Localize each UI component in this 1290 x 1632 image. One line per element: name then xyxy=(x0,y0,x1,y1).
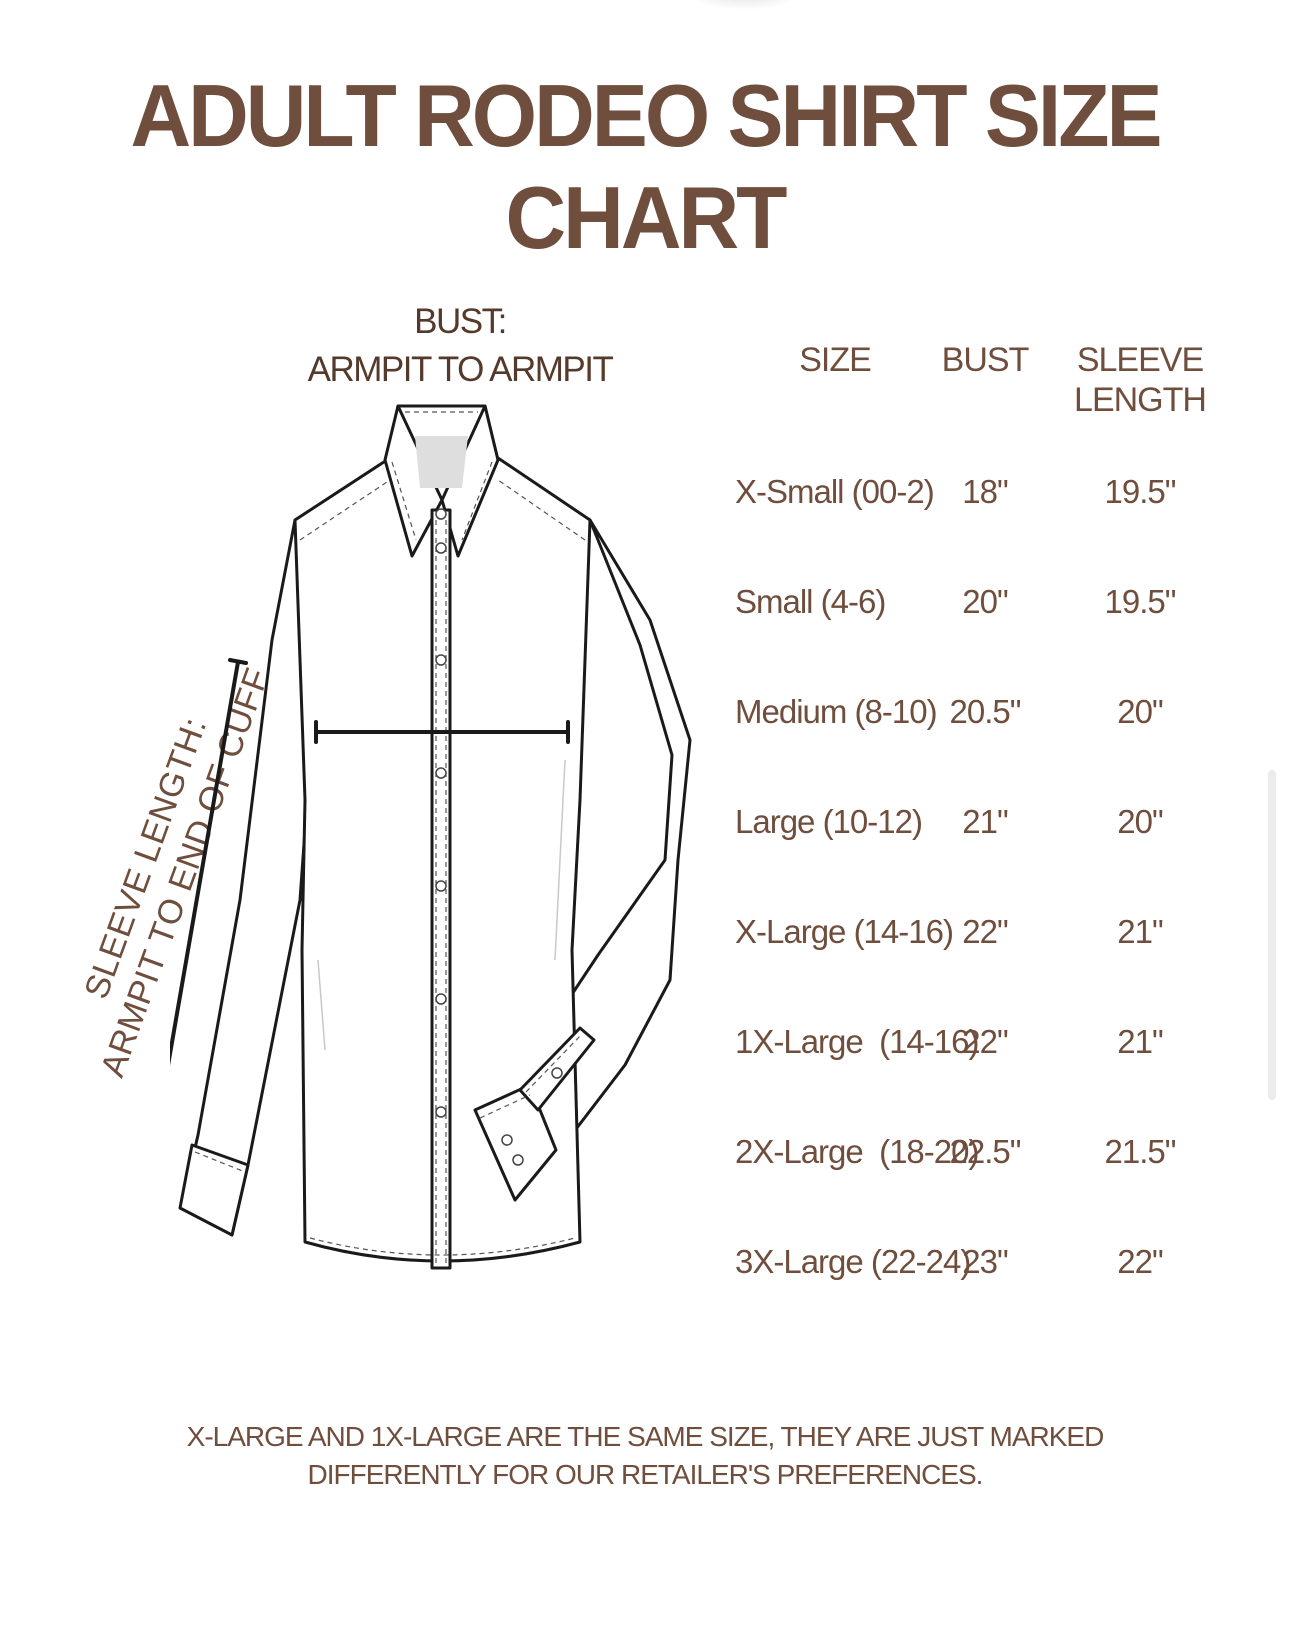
top-shadow xyxy=(690,0,800,10)
table-row: 1X-Large (14-16) 22" 21" xyxy=(735,1023,1215,1073)
table-row: Medium (8-10) 20.5" 20" xyxy=(735,693,1215,743)
cell-bust: 22.5" xyxy=(949,1133,1022,1170)
shirt-button-icon xyxy=(435,880,447,892)
cell-sleeve: 20" xyxy=(1117,803,1163,840)
table-row: 2X-Large (18-20) 22.5" 21.5" xyxy=(735,1133,1215,1183)
bust-measure-label: BUST: ARMPIT TO ARMPIT xyxy=(300,298,620,394)
cell-sleeve: 21.5" xyxy=(1104,1133,1177,1170)
table-row: 3X-Large (22-24) 23" 22" xyxy=(735,1243,1215,1293)
cell-sleeve: 21" xyxy=(1117,913,1163,950)
cell-size: 3X-Large (22-24) xyxy=(735,1243,971,1280)
sleeve-measure-line xyxy=(170,658,248,1066)
header-bust: BUST xyxy=(941,341,1030,379)
cell-sleeve: 22" xyxy=(1117,1243,1163,1280)
cell-sleeve: 19.5" xyxy=(1104,583,1177,620)
cell-size: 1X-Large (14-16) xyxy=(735,1023,979,1060)
shirt-button-icon xyxy=(435,508,447,520)
cell-size: 2X-Large (18-20) xyxy=(735,1133,979,1170)
shirt-button-icon xyxy=(435,1106,447,1118)
header-sleeve-length: SLEEVE LENGTH xyxy=(1065,340,1215,420)
cell-bust: 21" xyxy=(962,803,1008,840)
cell-bust: 23" xyxy=(962,1243,1008,1280)
shirt-button-icon xyxy=(435,654,447,666)
table-row: X-Large (14-16) 22" 21" xyxy=(735,913,1215,963)
cell-sleeve: 21" xyxy=(1117,1023,1163,1060)
cell-size: X-Small (00-2) xyxy=(735,473,935,510)
shirt-button-icon xyxy=(435,993,447,1005)
bust-measure-line xyxy=(314,720,570,744)
scrollbar[interactable] xyxy=(1268,770,1276,1100)
table-row: Small (4-6) 20" 19.5" xyxy=(735,583,1215,633)
shirt-button-icon xyxy=(501,1134,513,1146)
shirt-button-icon xyxy=(512,1154,524,1166)
table-row: X-Small (00-2) 18" 19.5" xyxy=(735,473,1215,523)
cell-size: Small (4-6) xyxy=(735,583,886,620)
shirt-illustration-icon xyxy=(170,404,692,1270)
header-size: SIZE xyxy=(799,341,872,379)
cell-bust: 20.5" xyxy=(949,693,1022,730)
cell-sleeve: 19.5" xyxy=(1104,473,1177,510)
cell-bust: 22" xyxy=(962,913,1008,950)
table-row: Large (10-12) 21" 20" xyxy=(735,803,1215,853)
header-sleeve-line1: SLEEVE xyxy=(1076,341,1204,379)
bust-label-line2: ARMPIT TO ARMPIT xyxy=(307,350,614,389)
cell-sleeve: 20" xyxy=(1117,693,1163,730)
left-cuff xyxy=(178,1143,250,1237)
footnote-line2: DIFFERENTLY FOR OUR RETAILER'S PREFERENC… xyxy=(307,1459,984,1490)
right-cuff xyxy=(473,1083,558,1202)
header-sleeve-line2: LENGTH xyxy=(1074,381,1207,419)
shirt-button-icon xyxy=(435,767,447,779)
cell-bust: 18" xyxy=(962,473,1008,510)
page-title: ADULT RODEO SHIRT SIZE CHART xyxy=(130,66,1162,267)
cell-size: Medium (8-10) xyxy=(735,693,938,730)
footnote-line1: X-LARGE AND 1X-LARGE ARE THE SAME SIZE, … xyxy=(186,1421,1105,1452)
cell-bust: 22" xyxy=(962,1023,1008,1060)
bust-label-line1: BUST: xyxy=(414,302,507,341)
cell-size: Large (10-12) xyxy=(735,803,923,840)
footnote: X-LARGE AND 1X-LARGE ARE THE SAME SIZE, … xyxy=(0,1418,1290,1494)
shirt-button-icon xyxy=(551,1067,563,1079)
cell-bust: 20" xyxy=(962,583,1008,620)
shirt-button-icon xyxy=(435,542,447,554)
cell-size: X-Large (14-16) xyxy=(735,913,954,950)
